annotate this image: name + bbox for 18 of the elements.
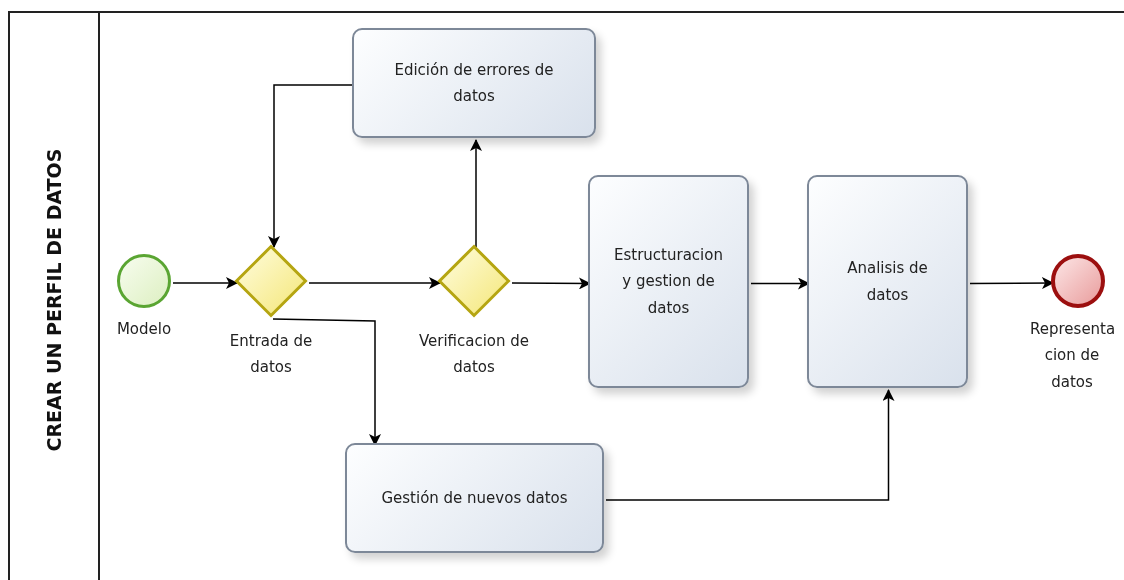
sequence-arrow [272, 318, 381, 446]
sequence-arrow [172, 277, 238, 289]
event-label: Representa cion de datos [1030, 319, 1114, 393]
task-label: Estructuracion y gestion de datos [613, 245, 724, 319]
task-box [588, 175, 749, 388]
event-label: Entrada de datos [228, 331, 314, 379]
task-box [352, 28, 596, 138]
sequence-arrow [308, 277, 441, 289]
task-label: Edición de errores de datos [393, 59, 555, 107]
sequence-arrow [605, 389, 895, 501]
event-label: Verificacion de datos [417, 331, 531, 379]
task-label: Gestión de nuevos datos [381, 487, 568, 509]
task-box [345, 443, 604, 553]
pool-title: CREAR UN PERFIL DE DATOS [43, 148, 65, 451]
task-label: Analisis de datos [846, 258, 929, 306]
task-box [807, 175, 968, 388]
sequence-arrow [470, 139, 482, 248]
event-label: Modelo [115, 319, 173, 340]
